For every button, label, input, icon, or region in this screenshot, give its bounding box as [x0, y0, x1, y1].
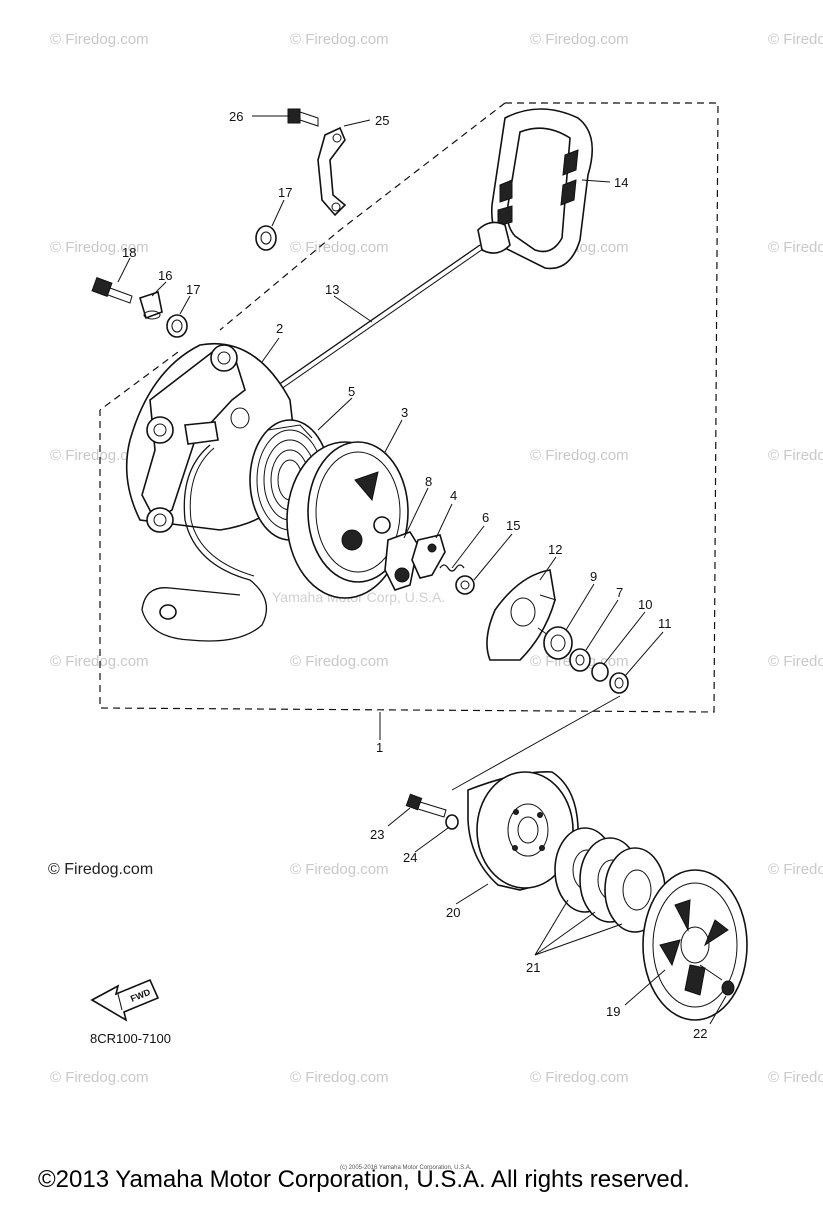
washer-9 — [543, 626, 573, 660]
stop-switch-cable-edge — [189, 447, 255, 577]
watermark-dark: © Firedog.com — [48, 861, 153, 878]
screw-22 — [699, 964, 735, 996]
watermark: © Firedog.com — [50, 31, 149, 48]
sleeve-16 — [139, 290, 163, 320]
callout-18: 18 — [122, 245, 136, 260]
shims-21 — [554, 827, 666, 933]
callout-15: 15 — [506, 518, 520, 533]
callout-9: 9 — [590, 569, 597, 584]
callout-4: 4 — [450, 488, 457, 503]
flywheel-19 — [642, 869, 748, 1021]
bolt-26 — [287, 108, 319, 127]
callouts: 26 25 14 17 18 16 17 13 2 5 3 8 4 6 15 1… — [122, 109, 707, 1041]
cable-connector — [159, 604, 177, 620]
collar-17-left — [166, 314, 188, 338]
watermark: © Firedog.com — [768, 447, 823, 464]
callout-2: 2 — [276, 321, 283, 336]
callout-17-left: 17 — [186, 282, 200, 297]
callout-13: 13 — [325, 282, 339, 297]
callout-20: 20 — [446, 905, 460, 920]
callout-11: 11 — [658, 616, 672, 631]
bolt-18 — [91, 277, 133, 304]
washer-24 — [445, 814, 459, 830]
starter-handle — [477, 108, 594, 270]
drive-plate-12 — [486, 569, 557, 661]
callout-25: 25 — [375, 113, 389, 128]
washer-7 — [569, 648, 591, 672]
callout-23: 23 — [370, 827, 384, 842]
watermark: © Firedog.com — [530, 447, 629, 464]
watermark: © Firedog.com — [530, 1069, 629, 1086]
callout-12: 12 — [548, 542, 562, 557]
watermark: © Firedog.com — [290, 31, 389, 48]
watermark: © Firedog.com — [290, 861, 389, 878]
pawl-8 — [384, 531, 419, 591]
callout-8: 8 — [425, 474, 432, 489]
nut-15 — [455, 575, 475, 595]
callout-16: 16 — [158, 268, 172, 283]
callout-10: 10 — [638, 597, 652, 612]
callout-24: 24 — [403, 850, 417, 865]
callout-21: 21 — [526, 960, 540, 975]
watermark: © Firedog.com — [290, 239, 389, 256]
stop-switch-cable — [141, 444, 268, 642]
watermark: © Firedog.com — [50, 1069, 149, 1086]
bracket-25 — [317, 126, 347, 217]
callout-3: 3 — [401, 405, 408, 420]
assembly-code: 8CR100-7100 — [90, 1031, 171, 1046]
callout-22: 22 — [693, 1026, 707, 1041]
watermark: © Firedog.com — [768, 861, 823, 878]
watermark: © Firedog.com — [530, 31, 629, 48]
watermark: © Firedog.com — [290, 653, 389, 670]
callout-19: 19 — [606, 1004, 620, 1019]
starter-rope-edge — [270, 248, 484, 397]
callout-14: 14 — [614, 175, 628, 190]
watermark: © Firedog.com — [768, 239, 823, 256]
starter-rope — [267, 244, 481, 393]
callout-6: 6 — [482, 510, 489, 525]
watermark: © Firedog.com — [768, 31, 823, 48]
watermark: © Firedog.com — [50, 447, 149, 464]
small-print: (c) 2005-2016 Yamaha Motor Corporation, … — [340, 1165, 472, 1171]
rope-pulley — [286, 441, 409, 599]
fwd-arrow-icon: FWD — [90, 978, 160, 1022]
clip-4 — [411, 534, 446, 579]
collar-17-top — [255, 225, 277, 251]
callout-26: 26 — [229, 109, 243, 124]
spring-6 — [439, 564, 465, 572]
assembly-boundary — [99, 102, 719, 713]
watermark: © Firedog.com — [768, 653, 823, 670]
watermark: © Firedog.com — [50, 239, 149, 256]
watermark: © Firedog.com — [290, 1069, 389, 1086]
spring-washer-10 — [591, 662, 609, 682]
leader-lines — [117, 115, 727, 1025]
watermark: © Firedog.com — [50, 653, 149, 670]
copyright-footer: ©2013 Yamaha Motor Corporation, U.S.A. A… — [38, 1166, 690, 1193]
bolt-23 — [405, 793, 447, 818]
nut-11 — [609, 672, 629, 694]
callout-5: 5 — [348, 384, 355, 399]
callout-7: 7 — [616, 585, 623, 600]
callout-17-top: 17 — [278, 185, 292, 200]
center-watermark: Yamaha Motor Corp, U.S.A. — [272, 589, 445, 605]
callout-1: 1 — [376, 740, 383, 755]
assembly-boundary-diagonal — [219, 102, 506, 331]
watermark: © Firedog.com — [768, 1069, 823, 1086]
